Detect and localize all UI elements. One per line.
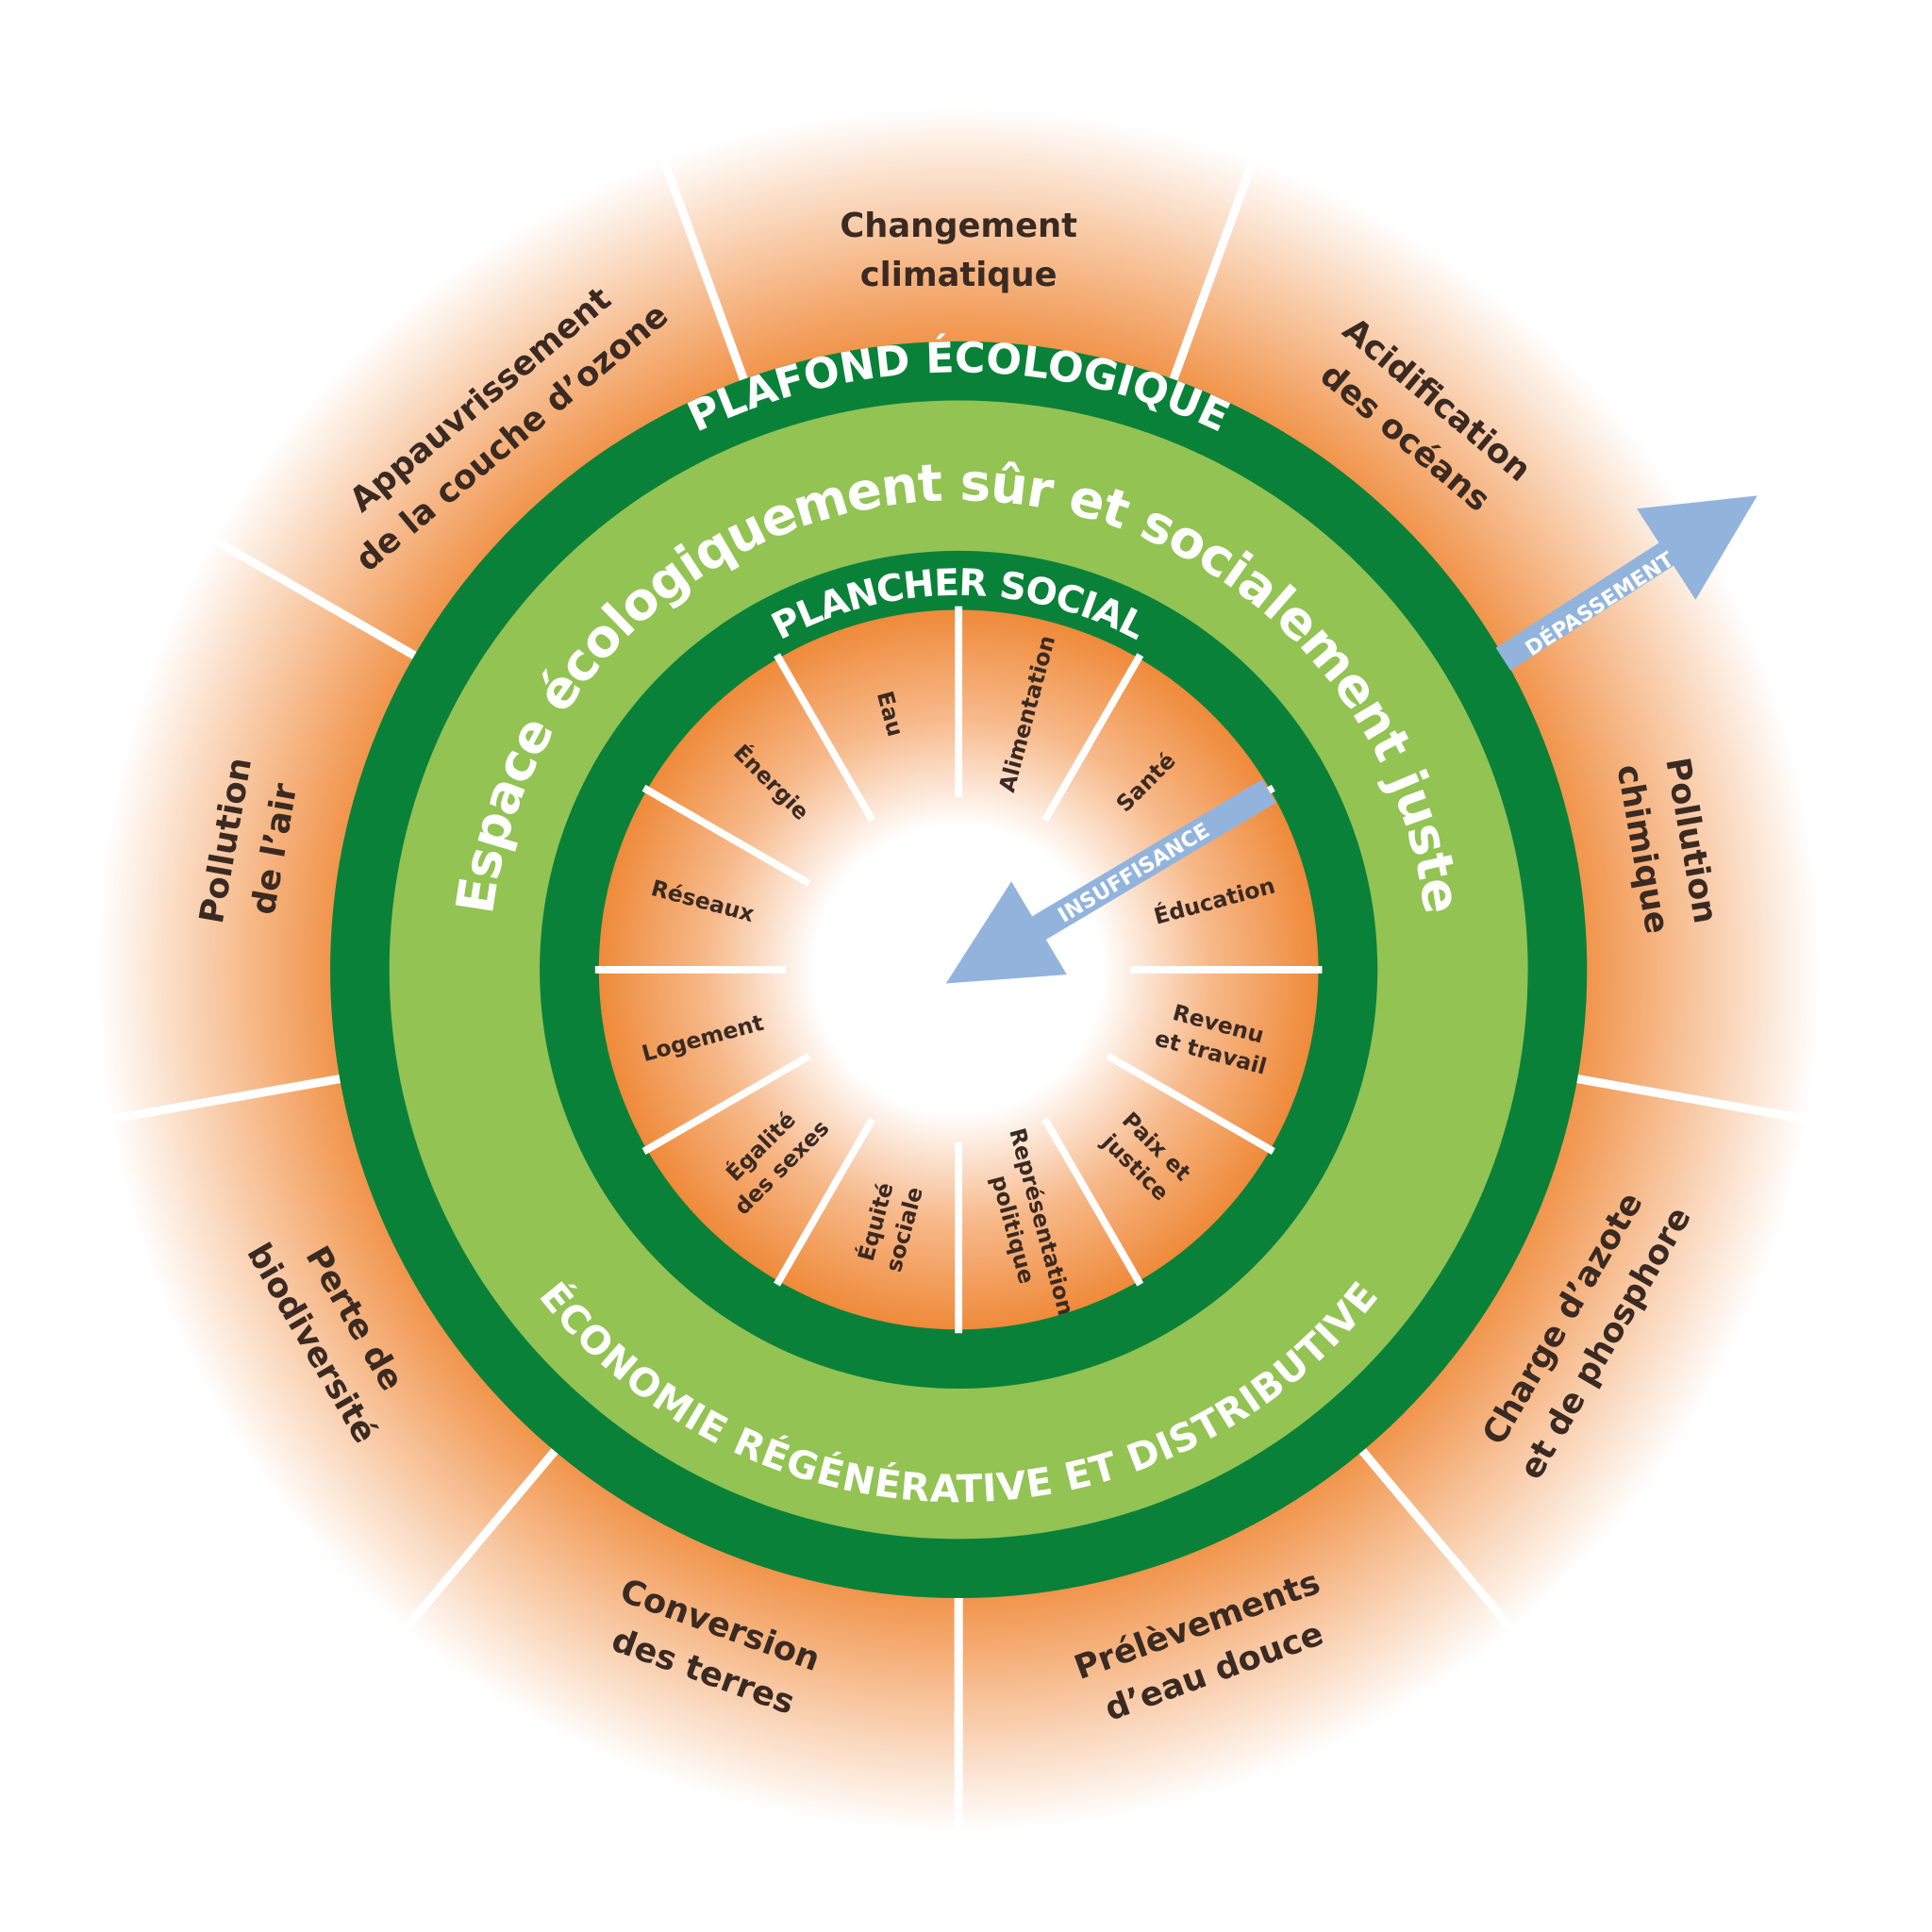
social-separators — [594, 606, 1323, 1334]
ecological-separator — [1167, 158, 1258, 387]
social-separator — [1041, 1117, 1144, 1287]
ecological-boundary-label: Changement climatique — [840, 207, 1077, 294]
label-line: Changement — [840, 207, 1077, 245]
social-separator — [774, 1117, 876, 1287]
social-separator — [641, 784, 811, 887]
label-line: climatique — [860, 256, 1058, 294]
social-separator — [641, 1052, 811, 1155]
ecological-separator — [659, 158, 750, 387]
ecological-separator — [1355, 1443, 1517, 1634]
ecological-separator — [108, 1073, 347, 1124]
social-separator — [774, 653, 876, 823]
social-separator — [1041, 653, 1144, 823]
ecological-separator — [1570, 1073, 1809, 1124]
ecological-separator — [209, 534, 423, 663]
ecological-separator — [400, 1443, 562, 1634]
social-separator — [1106, 1052, 1275, 1155]
